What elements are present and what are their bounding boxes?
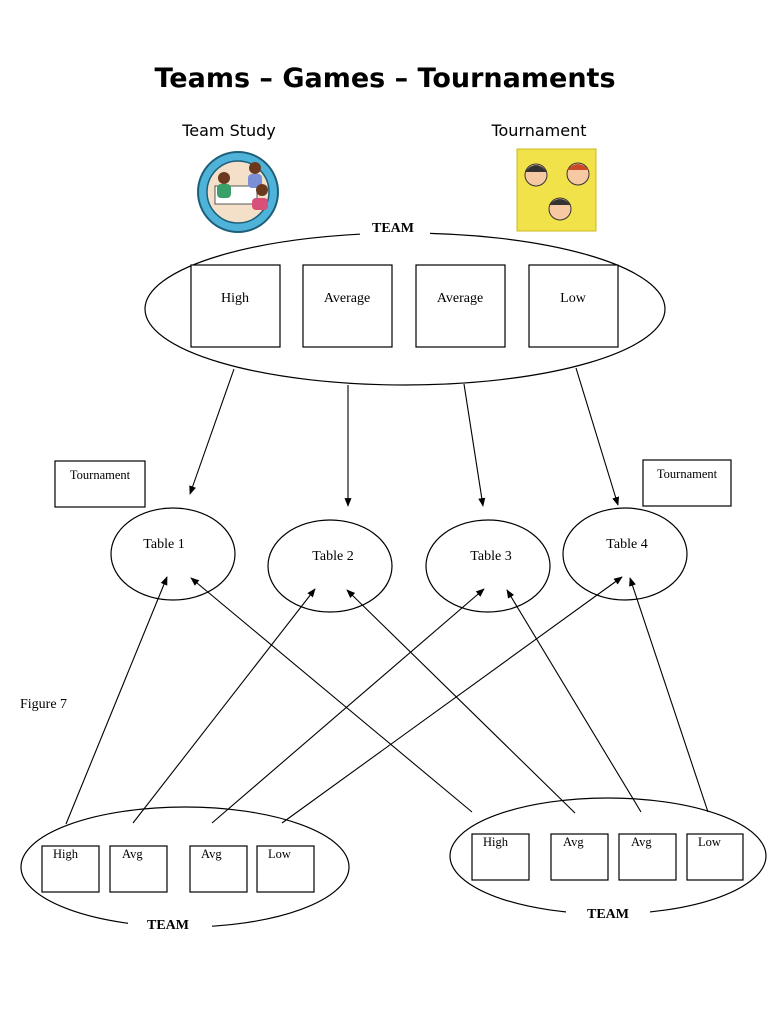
bottom-right-team-label: TEAM xyxy=(587,907,629,922)
table-4-label: Table 4 xyxy=(606,537,647,552)
top-member-average-1 xyxy=(302,264,393,348)
table-3-ellipse xyxy=(425,519,551,613)
bottom-left-member-avg-1 xyxy=(109,845,168,893)
top-member-average-2 xyxy=(415,264,506,348)
bottom-left-member-high xyxy=(41,845,100,893)
bottom-left-member-avg-2 xyxy=(189,845,248,893)
arrow-high-to-table-1 xyxy=(189,368,235,495)
bottom-right-member-high-label: High xyxy=(483,835,509,849)
bottom-left-member-avg-1-label: Avg xyxy=(122,847,143,861)
table-1-ellipse xyxy=(110,507,236,601)
arrow-right-low-to-table-4 xyxy=(629,577,709,813)
arrow-low-to-table-4 xyxy=(575,367,620,506)
bottom-left-member-low xyxy=(256,845,315,893)
bottom-left-team-label-bg xyxy=(128,912,212,932)
bottom-left-team-label: TEAM xyxy=(147,918,189,933)
top-team-label-bg xyxy=(360,218,430,236)
bottom-right-member-avg-1-label: Avg xyxy=(563,835,584,849)
top-member-average-2-label: Average xyxy=(437,291,483,306)
tournament-note-right-label: Tournament xyxy=(657,467,718,481)
bottom-right-team-label-bg xyxy=(566,902,650,922)
tournament-icon xyxy=(516,148,597,232)
top-team-group: TEAM High Average Average Low xyxy=(144,218,666,386)
arrow-left-avg-to-table-3 xyxy=(211,588,485,824)
figure-caption: Figure 7 xyxy=(20,697,67,712)
tables-group: Table 1 Table 2 Table 3 Table 4 xyxy=(110,507,688,613)
bottom-right-member-low xyxy=(686,833,744,881)
bottom-right-member-high xyxy=(471,833,530,881)
tournament-note-left xyxy=(54,460,146,508)
top-member-low-label: Low xyxy=(560,291,587,306)
top-to-table-arrows xyxy=(189,367,620,507)
arrow-right-high-to-table-1 xyxy=(190,577,473,813)
tournament-note-left-label: Tournament xyxy=(70,468,131,482)
table-2-label: Table 2 xyxy=(312,549,353,564)
bottom-to-table-arrows xyxy=(65,576,709,825)
arrow-left-avg-to-table-2 xyxy=(132,588,316,824)
arrow-right-avg-to-table-3 xyxy=(506,589,642,813)
top-member-high xyxy=(190,264,281,348)
team-study-icon xyxy=(197,151,279,233)
bottom-left-member-avg-2-label: Avg xyxy=(201,847,222,861)
arrow-average-to-table-3 xyxy=(463,383,486,507)
bottom-right-member-avg-2 xyxy=(618,833,677,881)
top-member-low xyxy=(528,264,619,348)
tournament-note-right xyxy=(642,459,732,507)
top-member-average-1-label: Average xyxy=(324,291,370,306)
table-2-ellipse xyxy=(267,519,393,613)
tournament-heading: Tournament xyxy=(490,121,586,140)
arrow-right-avg-to-table-2 xyxy=(346,589,576,814)
bottom-right-member-avg-2-label: Avg xyxy=(631,835,652,849)
bottom-right-member-low-label: Low xyxy=(698,835,721,849)
table-3-label: Table 3 xyxy=(470,549,511,564)
bottom-right-team-group: TEAM High Avg Avg Low xyxy=(449,797,767,922)
table-4-ellipse xyxy=(562,507,688,601)
arrow-left-low-to-table-4 xyxy=(281,576,623,824)
bottom-right-member-avg-1 xyxy=(550,833,609,881)
team-study-heading: Team Study xyxy=(181,121,276,140)
top-team-label: TEAM xyxy=(372,221,414,236)
top-member-high-label: High xyxy=(221,291,249,306)
table-1-label: Table 1 xyxy=(143,537,184,552)
page-title: Teams – Games – Tournaments xyxy=(154,63,615,94)
arrow-left-high-to-table-1 xyxy=(65,576,168,825)
bottom-left-member-low-label: Low xyxy=(268,847,291,861)
bottom-left-member-high-label: High xyxy=(53,847,79,861)
bottom-left-team-group: TEAM High Avg Avg Low xyxy=(20,806,350,933)
